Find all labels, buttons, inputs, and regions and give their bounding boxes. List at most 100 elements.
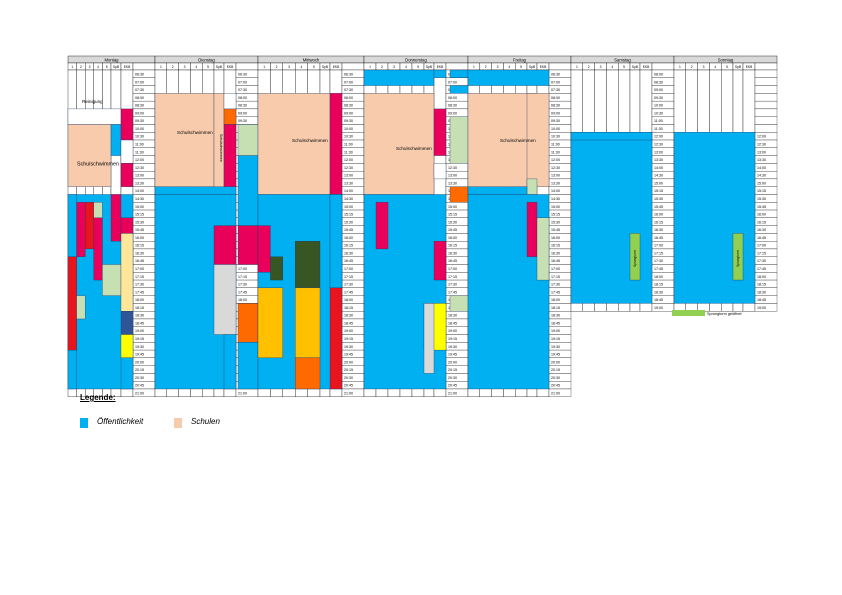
- time-label: 12:00: [135, 158, 144, 162]
- time-label: 21:00: [344, 391, 353, 395]
- legend: Legende: Öffentlichkeit Schulen: [80, 393, 280, 433]
- time-label: 21:00: [551, 391, 560, 395]
- sub-header-label: 3: [184, 65, 186, 69]
- time-label: 15:45: [135, 228, 144, 232]
- sub-header-label: 4: [405, 65, 407, 69]
- time-label: 18:30: [551, 314, 560, 318]
- time-label: 15:45: [344, 228, 353, 232]
- time-label: 21:00: [238, 391, 247, 395]
- sub-header-label: 2: [485, 65, 487, 69]
- day-title-sonntag: Sonntag: [718, 57, 734, 62]
- time-header-cell: [754, 62, 778, 71]
- sub-header-label: SpB: [426, 65, 433, 69]
- time-header-cell: [341, 62, 365, 71]
- sprungturm-block: [629, 233, 641, 281]
- time-label: 15:30: [757, 197, 766, 201]
- time-label: 20:45: [551, 384, 560, 388]
- sub-header-label: EKB: [540, 65, 547, 69]
- time-label: 17:15: [344, 275, 353, 279]
- time-label: 08:30: [238, 104, 247, 108]
- time-label: 19:45: [448, 353, 457, 357]
- legend-title: Legende:: [80, 393, 116, 402]
- time-label: 14:00: [135, 189, 144, 193]
- time-label: 15:00: [757, 181, 766, 185]
- time-label: 12:30: [654, 143, 663, 147]
- time-label: 15:00: [344, 205, 353, 209]
- time-label: 19:45: [344, 353, 353, 357]
- time-label: 12:30: [757, 143, 766, 147]
- club-block: [120, 217, 134, 234]
- sub-header-label: 5: [313, 65, 315, 69]
- time-label: 12:00: [344, 158, 353, 162]
- club-block: [237, 303, 259, 343]
- time-label: 07:30: [238, 88, 247, 92]
- time-label: 15:30: [448, 220, 457, 224]
- time-label: 19:00: [135, 329, 144, 333]
- club-block: [93, 217, 103, 281]
- time-label: 16:30: [135, 251, 144, 255]
- time-label: 17:15: [135, 275, 144, 279]
- sub-header-label: 4: [195, 65, 197, 69]
- time-label: 17:00: [135, 267, 144, 271]
- club-block: [67, 256, 77, 351]
- time-label: 18:30: [344, 314, 353, 318]
- time-label: 17:45: [135, 290, 144, 294]
- time-label: 11:30: [551, 150, 560, 154]
- sub-header-label: 3: [703, 65, 705, 69]
- time-label: 20:45: [448, 384, 457, 388]
- school-block: [67, 124, 112, 187]
- time-label: 17:45: [448, 290, 457, 294]
- club-block: [433, 240, 447, 281]
- club-block: [237, 225, 259, 265]
- club-block: [295, 357, 321, 390]
- time-cell: [754, 100, 778, 110]
- time-label: 13:30: [448, 181, 457, 185]
- time-label: 09:00: [654, 88, 663, 92]
- club-block: [85, 202, 94, 250]
- time-label: 13:30: [654, 158, 663, 162]
- time-label: 08:30: [135, 104, 144, 108]
- sub-header-label: 5: [726, 65, 728, 69]
- club-block: [257, 225, 271, 273]
- public-block: [449, 85, 469, 94]
- time-label: 16:15: [448, 244, 457, 248]
- club-block: [110, 194, 122, 242]
- day-title-montag: Montag: [105, 57, 120, 62]
- time-label: 14:00: [757, 166, 766, 170]
- sub-header-label: 1: [679, 65, 681, 69]
- schulschwimmen-label-dienstag: Schulschwimmen: [177, 130, 213, 135]
- time-label: 07:00: [238, 80, 247, 84]
- time-label: 13:00: [757, 150, 766, 154]
- time-label: 18:45: [757, 298, 766, 302]
- time-label: 18:00: [757, 275, 766, 279]
- time-label: 14:00: [344, 189, 353, 193]
- time-label: 09:30: [654, 96, 663, 100]
- club-block: [295, 287, 321, 359]
- time-label: 16:00: [344, 236, 353, 240]
- day-title-dienstag: Dienstag: [198, 57, 215, 62]
- sub-header-label: SpB: [216, 65, 223, 69]
- time-label: 10:00: [551, 127, 560, 131]
- school-block: [154, 93, 215, 187]
- time-label: 19:00: [448, 329, 457, 333]
- time-label: 15:00: [135, 205, 144, 209]
- time-label: 07:30: [344, 88, 353, 92]
- sub-header-label: 2: [691, 65, 693, 69]
- time-label: 19:00: [654, 306, 663, 310]
- side-legend-label: Sprungturm geöffnet: [707, 312, 742, 316]
- time-header-cell: [235, 62, 259, 71]
- time-label: 18:15: [551, 306, 560, 310]
- club-block: [120, 233, 134, 312]
- time-label: 14:30: [551, 197, 560, 201]
- sub-header-label: EKB: [227, 65, 234, 69]
- club-block: [449, 116, 469, 164]
- time-cell: [548, 388, 572, 397]
- time-label: 17:15: [654, 251, 663, 255]
- time-label: 14:30: [757, 174, 766, 178]
- day-title-samstag: Samstag: [614, 57, 631, 62]
- sprungturm-label-sonntag: Sprungturm: [736, 250, 740, 267]
- time-label: 08:00: [551, 96, 560, 100]
- sub-header-label: 1: [160, 65, 162, 69]
- time-label: 20:00: [448, 360, 457, 364]
- time-label: 15:30: [135, 220, 144, 224]
